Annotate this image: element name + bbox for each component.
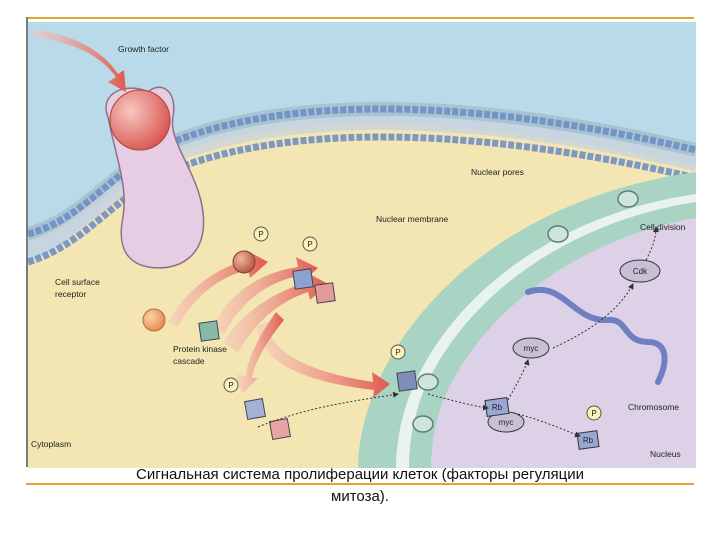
nuclear-molecules: Cdk myc myc Rb Rb — [484, 259, 661, 450]
kinase-squares — [198, 268, 418, 441]
chromosome-strand — [525, 286, 668, 385]
growth-factor-ligand — [109, 89, 171, 151]
phosphate-tags: P P P P P — [223, 226, 602, 421]
figure-caption: Сигнальная система пролиферации клеток (… — [40, 464, 680, 508]
signal-dotted-arrows — [257, 226, 659, 438]
label-nucleus: Nucleus — [650, 449, 681, 459]
rb-label: Rb — [492, 403, 503, 412]
phosphate-label: P — [307, 240, 312, 249]
myc-label-2: myc — [499, 418, 514, 427]
label-kinase-2: cascade — [173, 356, 205, 366]
label-nuclear-membrane: Nuclear membrane — [376, 214, 449, 224]
label-growth-factor: Growth factor — [118, 44, 169, 54]
nuclear-pores — [412, 190, 639, 433]
phosphate-label: P — [591, 409, 596, 418]
label-kinase-1: Protein kinase — [173, 344, 227, 354]
label-nuclear-pores: Nuclear pores — [471, 167, 524, 177]
phosphate-label: P — [258, 230, 263, 239]
cell-signaling-diagram: P P P P P Cdk myc myc Rb Rb Growth facto… — [28, 22, 696, 468]
kinase-ball-phosphorylated — [232, 250, 256, 274]
label-cell-surface-1: Cell surface — [55, 277, 100, 287]
label-chromosome: Chromosome — [628, 402, 679, 412]
caption-line-1: Сигнальная система пролиферации клеток (… — [136, 466, 584, 483]
myc-label: myc — [524, 344, 539, 353]
label-cell-division: Cell division — [640, 222, 686, 232]
caption-line-2: митоза). — [331, 488, 389, 505]
plasma-membrane — [28, 102, 696, 266]
kinase-ball-inactive — [142, 308, 166, 332]
left-rule — [26, 17, 28, 467]
label-cell-surface-2: receptor — [55, 289, 86, 299]
rb-label-2: Rb — [583, 436, 594, 445]
bottom-rule — [26, 483, 694, 485]
phosphate-label: P — [395, 348, 400, 357]
label-cytoplasm: Cytoplasm — [31, 439, 71, 449]
phosphate-label: P — [228, 381, 233, 390]
cdk-label: Cdk — [633, 267, 648, 276]
top-rule — [26, 17, 694, 19]
growth-factor-arrow — [33, 30, 126, 92]
